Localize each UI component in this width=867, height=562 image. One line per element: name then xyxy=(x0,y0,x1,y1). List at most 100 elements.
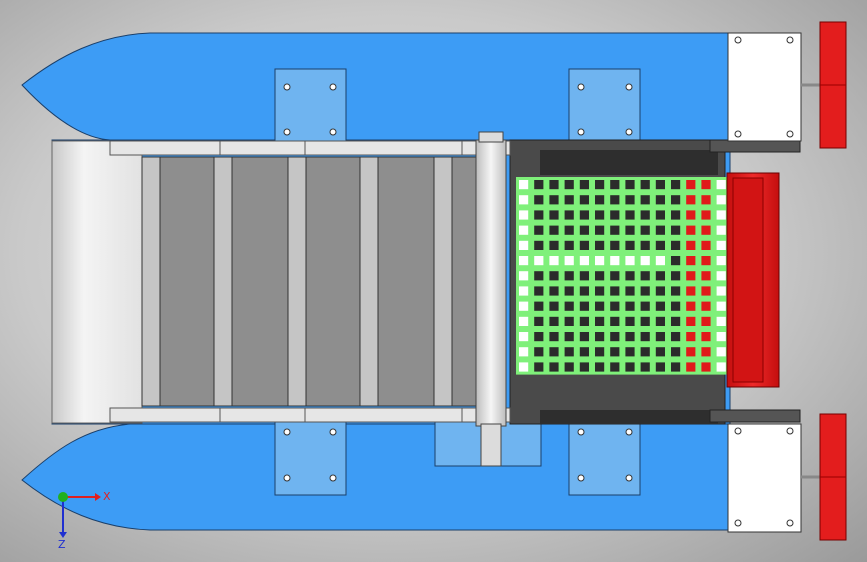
sieve-hole xyxy=(686,316,696,326)
sieve-hole xyxy=(519,301,529,311)
paddle-wheel-bottom[interactable] xyxy=(801,413,847,541)
conveyor-belt[interactable] xyxy=(141,156,478,407)
bolt-icon xyxy=(329,83,337,91)
triad-z-label: Z xyxy=(58,538,66,551)
motor-block-bottom[interactable] xyxy=(727,423,802,533)
sieve-hole xyxy=(549,362,559,372)
sieve-hole xyxy=(671,195,681,205)
sieve-hole xyxy=(579,286,589,296)
frame-bar-top xyxy=(709,139,801,153)
sieve-hole xyxy=(595,225,605,235)
sieve-hole xyxy=(625,347,635,357)
sieve-hole xyxy=(716,286,726,296)
sieve-grid-background xyxy=(516,177,729,375)
sieve-hole xyxy=(655,256,665,266)
bolt-icon xyxy=(577,128,585,136)
sieve-hole xyxy=(640,301,650,311)
paddle-wheel-top[interactable] xyxy=(801,21,847,149)
sieve-hole xyxy=(671,240,681,250)
sieve-hole xyxy=(655,286,665,296)
sieve-hole xyxy=(610,240,620,250)
sieve-hole xyxy=(686,210,696,220)
sieve-hole xyxy=(625,210,635,220)
sieve-hole xyxy=(686,240,696,250)
sieve-hole xyxy=(519,332,529,342)
sieve-hole xyxy=(640,225,650,235)
sieve-hole xyxy=(640,316,650,326)
conveyor-rail-bottom[interactable] xyxy=(109,407,511,423)
sieve-hole xyxy=(564,362,574,372)
sieve-hole xyxy=(655,180,665,190)
sieve-hole xyxy=(610,362,620,372)
sieve-hole xyxy=(686,195,696,205)
sieve-hole xyxy=(625,301,635,311)
sieve-hole xyxy=(640,286,650,296)
conveyor-rail-top[interactable] xyxy=(109,140,511,156)
coordinate-triad: X Z xyxy=(58,490,111,551)
sieve-hole xyxy=(519,271,529,281)
sieve-hole xyxy=(610,316,620,326)
sieve-hole xyxy=(579,240,589,250)
sieve-hole xyxy=(519,362,529,372)
sieve-hole xyxy=(640,347,650,357)
sieve-hole xyxy=(640,332,650,342)
sieve-hole xyxy=(640,256,650,266)
sieve-hole xyxy=(595,362,605,372)
sieve-hole xyxy=(686,256,696,266)
sieve-hole xyxy=(595,301,605,311)
intake-chute[interactable] xyxy=(51,140,143,424)
sieve-hole xyxy=(716,180,726,190)
sieve-hole xyxy=(671,210,681,220)
sieve-hole xyxy=(701,210,711,220)
sieve-hole xyxy=(534,256,544,266)
sieve-hole xyxy=(701,240,711,250)
sieve-hole xyxy=(716,225,726,235)
sieve-hole xyxy=(655,271,665,281)
motor-bolts xyxy=(734,36,794,527)
grid-frame-top-bar xyxy=(540,150,718,175)
sieve-hole xyxy=(655,347,665,357)
sieve-hole xyxy=(579,332,589,342)
sieve-hole xyxy=(655,316,665,326)
drive-roller-cap-top xyxy=(478,131,504,143)
sieve-hole xyxy=(534,240,544,250)
sieve-hole xyxy=(671,316,681,326)
sieve-hole xyxy=(564,316,574,326)
sieve-hole xyxy=(564,240,574,250)
sieve-grid[interactable] xyxy=(516,177,729,375)
sieve-hole xyxy=(716,316,726,326)
motor-block-top[interactable] xyxy=(727,32,802,142)
sieve-hole xyxy=(671,362,681,372)
sieve-hole xyxy=(625,286,635,296)
sieve-hole xyxy=(701,301,711,311)
sieve-hole xyxy=(716,195,726,205)
sieve-hole xyxy=(534,271,544,281)
sieve-hole xyxy=(625,271,635,281)
sieve-hole xyxy=(579,195,589,205)
sieve-hole xyxy=(579,180,589,190)
sieve-hole xyxy=(595,240,605,250)
sieve-hole xyxy=(655,225,665,235)
bolt-icon xyxy=(577,474,585,482)
sieve-hole xyxy=(625,180,635,190)
sieve-hole xyxy=(595,210,605,220)
bolt-icon xyxy=(577,83,585,91)
bin-inner xyxy=(732,177,764,383)
sieve-hole xyxy=(610,332,620,342)
sieve-hole xyxy=(625,256,635,266)
bolt-icon xyxy=(283,128,291,136)
sieve-hole xyxy=(595,316,605,326)
sieve-hole xyxy=(640,362,650,372)
drive-roller[interactable] xyxy=(475,139,507,427)
sieve-hole xyxy=(534,180,544,190)
sieve-hole xyxy=(564,286,574,296)
sieve-hole xyxy=(640,195,650,205)
sieve-hole xyxy=(671,347,681,357)
frame-bar-bottom xyxy=(709,409,801,423)
sieve-hole xyxy=(564,271,574,281)
sieve-hole xyxy=(579,225,589,235)
sieve-hole xyxy=(534,210,544,220)
sieve-hole xyxy=(640,180,650,190)
